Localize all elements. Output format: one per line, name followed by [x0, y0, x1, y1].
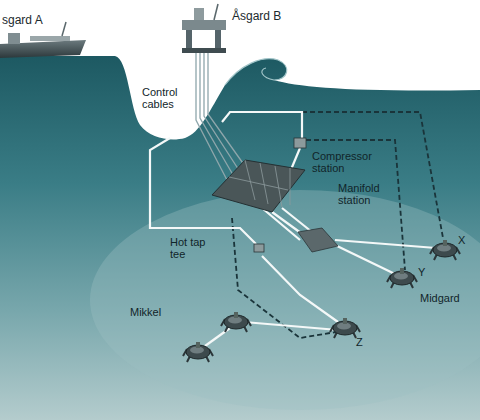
pipeline — [335, 245, 395, 274]
platform-name: Åsgard B — [232, 10, 281, 23]
dashed-pipeline — [306, 140, 405, 270]
fpso-ship — [0, 22, 86, 58]
pipeline — [335, 240, 436, 248]
seabed — [90, 190, 480, 410]
ship-flare — [62, 22, 66, 36]
control-cable — [200, 53, 236, 180]
platform-module — [194, 8, 204, 20]
wellhead-template — [221, 312, 251, 332]
station-label: Compressor station — [312, 150, 378, 174]
wellhead-tree — [443, 240, 447, 246]
platform-deck — [182, 20, 226, 30]
wave-crest — [225, 59, 287, 85]
manifold-outlet — [298, 228, 338, 252]
control-cable — [204, 53, 244, 178]
manifold-template — [212, 160, 305, 212]
well-label: Y — [418, 266, 425, 278]
wellhead-template — [430, 240, 460, 260]
wellhead-tree — [343, 318, 347, 324]
dashed-pipeline — [302, 112, 443, 238]
platform-column — [215, 30, 221, 50]
compressor-station-box — [294, 138, 306, 148]
manifold-grid — [229, 160, 290, 207]
control-cable — [196, 53, 228, 182]
pipeline — [244, 322, 338, 330]
dashed-pipelines — [232, 112, 443, 338]
cable-label: Control cables — [142, 86, 188, 110]
hot-tap-tee-box — [254, 244, 264, 252]
field-name: Mikkel — [130, 306, 161, 318]
field-name: Midgard — [420, 292, 460, 304]
ship-bridge — [8, 33, 20, 44]
wellheads — [183, 240, 460, 362]
pipeline — [222, 112, 302, 138]
wellhead-template — [330, 318, 360, 338]
station-label: Manifold station — [338, 182, 388, 206]
well-label: Z — [356, 336, 363, 348]
well-label: X — [458, 234, 465, 246]
platform-pontoon — [182, 48, 226, 53]
component-label: Hot tap tee — [170, 236, 214, 260]
pipeline — [262, 256, 338, 322]
wellhead-tree — [196, 342, 200, 348]
platform-name: sgard A — [2, 14, 43, 27]
semi-submersible-platform — [182, 4, 226, 53]
wellhead-template — [183, 342, 213, 362]
wellhead-tree — [234, 312, 238, 318]
ship-deck-plant — [30, 36, 70, 41]
control-cable — [208, 53, 252, 176]
wellhead-tree — [400, 268, 404, 274]
wellhead-template — [387, 268, 417, 288]
platform-column — [186, 30, 192, 50]
white-pipelines — [150, 112, 436, 346]
platform-derrick — [214, 4, 218, 20]
